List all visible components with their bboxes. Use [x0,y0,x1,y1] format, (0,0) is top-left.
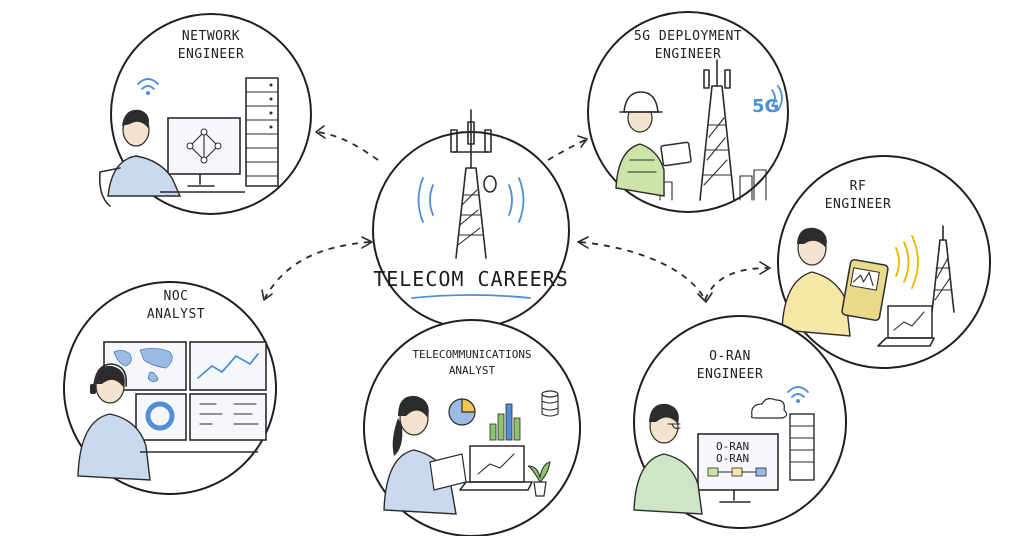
5g-signal-icon [771,85,783,111]
person-telecom-analyst [383,395,467,515]
telecom-analyst-label-1: TELECOMMUNICATIONS [412,348,531,361]
oran-screen-text-1: O-RAN [716,440,749,453]
arrowhead-noc-start [361,236,373,249]
noc-label-1: NOC [164,289,189,304]
server-rack-icon [789,413,815,481]
arrow-to-oran [579,241,706,301]
center-title: TELECOM CAREERS [373,267,569,291]
cell-tower-icon [931,225,955,313]
arrowhead-network [315,125,326,139]
monitor-network-diagram [167,117,241,187]
noc-donut-chart [145,401,175,431]
oran-screen-text-2: O-RAN [716,452,749,465]
oran-label-1: O-RAN [709,349,751,364]
arrowhead-oran-start [577,236,589,249]
network-engineer-circle [110,13,312,215]
wifi-icon [787,386,809,403]
node-telecom-analyst: TELECOMMUNICATIONS ANALYST [363,319,581,536]
node-5g-deployment: 5G DEPLOYMENT ENGINEER 5G [587,11,789,213]
server-rack-icon [245,77,279,187]
network-engineer-label-2: ENGINEER [178,47,245,62]
tablet-icon [660,141,692,167]
pie-chart-icon [448,398,476,426]
connector-arrows [261,125,771,303]
laptop-icon [877,305,935,347]
monitor-wall [103,341,267,441]
5g-label-1: 5G DEPLOYMENT [634,29,742,44]
network-engineer-label-1: NETWORK [182,29,240,44]
rf-signal-waves [895,235,919,289]
title-underline [411,294,531,299]
cloud-icon [750,398,788,419]
5g-badge: 5G [752,96,779,117]
person-oran-engineer [633,403,703,515]
node-rf-engineer: RF ENGINEER [777,155,991,369]
paper-sheet [429,453,467,491]
telecom-analyst-label-2: ANALYST [449,364,496,377]
hard-hat-icon [619,91,663,113]
bar-chart-icon [489,403,521,441]
rf-label-2: ENGINEER [825,197,892,212]
arrowhead-oran [697,292,713,303]
world-map-icon [113,348,173,382]
database-icon [541,390,559,417]
arrowhead-noc [261,289,273,301]
person-noc-analyst [77,363,258,481]
5g-label-2: ENGINEER [655,47,722,62]
arrow-to-network-engineer [317,131,379,161]
node-network-engineer: NETWORK ENGINEER [98,13,312,215]
center-hub: TELECOM CAREERS [372,109,570,329]
arrow-to-5g [547,139,586,161]
person-5g-engineer [615,91,692,197]
plant-icon [527,461,551,497]
noc-status-list [199,403,259,425]
noc-line-chart [197,353,259,379]
arrow-to-noc [264,241,371,299]
wifi-icon [137,78,159,95]
headset-icon [90,363,128,394]
arrowhead-rf [759,261,771,275]
monitor-oran: O-RAN O-RAN [697,433,779,503]
person-rf-engineer [781,227,851,337]
person-network-engineer [98,109,245,207]
rf-label-1: RF [850,179,867,194]
oran-label-2: ENGINEER [697,367,764,382]
cell-tower-icon [699,59,735,201]
spectrum-analyzer-icon [841,259,889,321]
laptop-icon [459,445,533,491]
noc-label-2: ANALYST [147,307,205,322]
node-oran-engineer: O-RAN ENGINEER O-RAN O-RAN [633,315,847,529]
arrowhead-5g [577,135,588,148]
arrow-to-rf [704,267,769,301]
cell-tower-icon [417,109,525,259]
node-noc-analyst: NOC ANALYST [63,281,277,495]
